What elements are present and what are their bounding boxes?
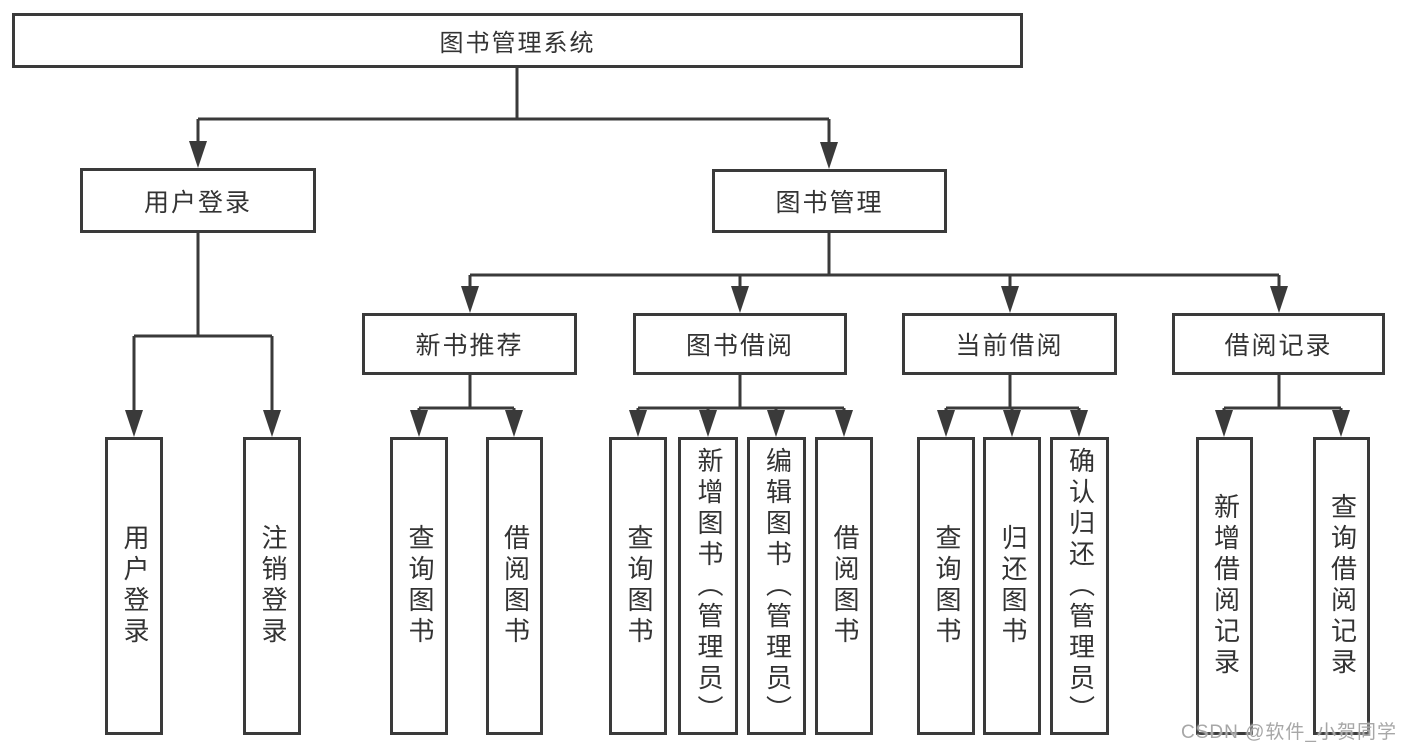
leaf-newbook-borrow-books: 借阅图书 — [486, 437, 543, 735]
leaf-user-login: 用户登录 — [105, 437, 163, 735]
node-root-system: 图书管理系统 — [12, 13, 1023, 68]
leaf-newbook-query-books: 查询图书 — [390, 437, 448, 735]
arrowheads — [125, 141, 1350, 437]
leaf-borrow-query-books: 查询图书 — [609, 437, 667, 735]
leaf-record-query: 查询借阅记录 — [1313, 437, 1370, 735]
leaf-borrow-add-books-admin: 新增图书（管理员） — [678, 437, 738, 735]
leaf-current-query-books: 查询图书 — [917, 437, 975, 735]
leaf-current-confirm-return-admin: 确认归还（管理员） — [1050, 437, 1109, 735]
node-borrow-record: 借阅记录 — [1172, 313, 1385, 375]
leaf-borrow-borrow-books: 借阅图书 — [815, 437, 873, 735]
node-book-management: 图书管理 — [712, 169, 947, 233]
node-current-borrow: 当前借阅 — [902, 313, 1117, 375]
leaf-logout: 注销登录 — [243, 437, 301, 735]
node-user-login: 用户登录 — [80, 168, 316, 233]
leaf-current-return-books: 归还图书 — [983, 437, 1041, 735]
csdn-watermark: CSDN @软件_小贺同学 — [1181, 722, 1397, 743]
node-new-book-recommend: 新书推荐 — [362, 313, 577, 375]
node-book-borrow: 图书借阅 — [633, 313, 847, 375]
leaf-borrow-edit-books-admin: 编辑图书（管理员） — [747, 437, 806, 735]
leaf-record-add: 新增借阅记录 — [1196, 437, 1253, 735]
